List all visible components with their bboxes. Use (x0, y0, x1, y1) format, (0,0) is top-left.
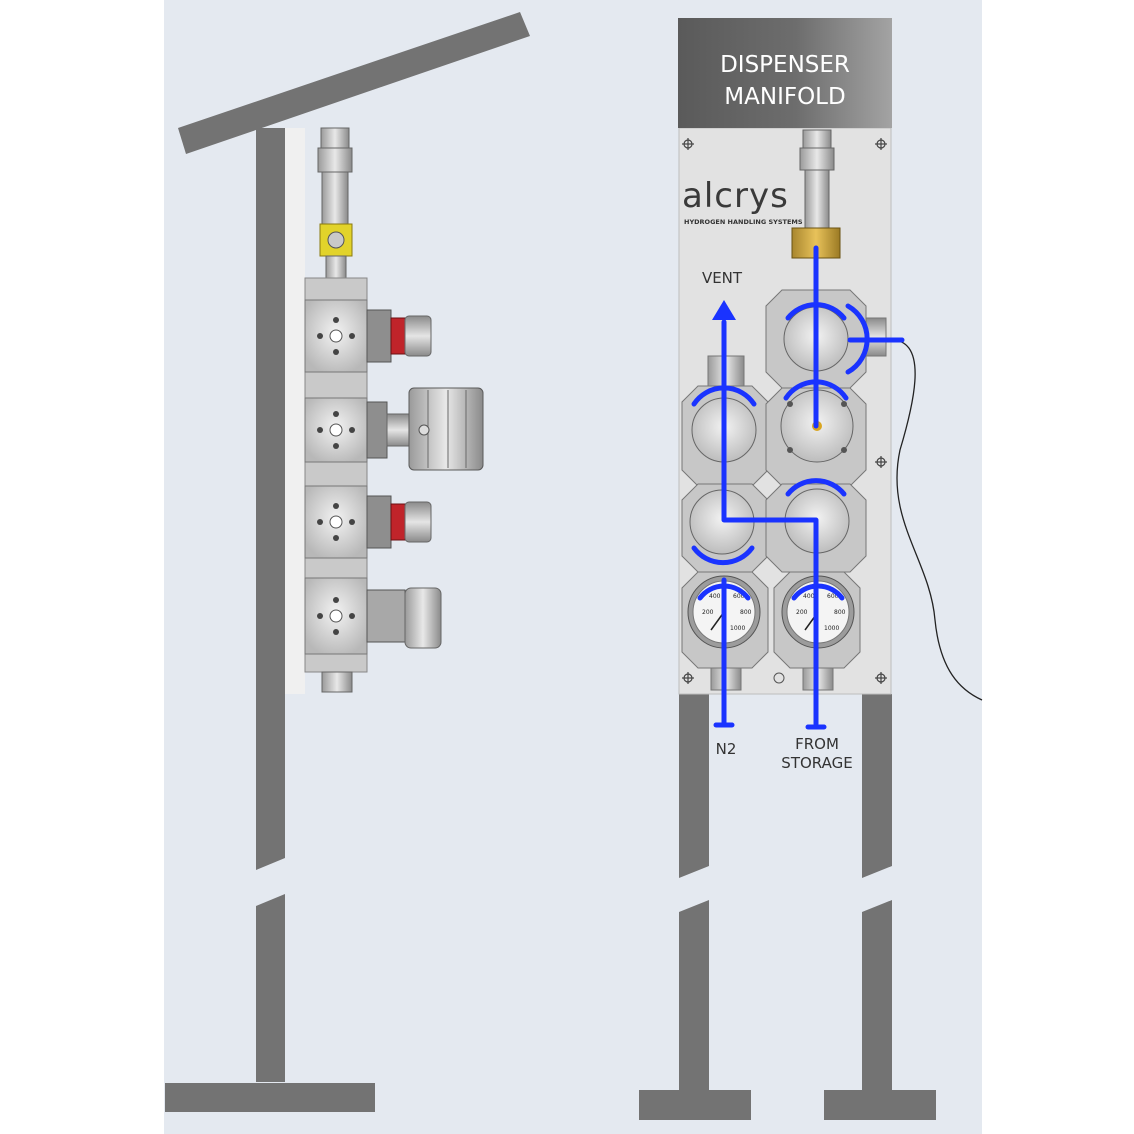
flow-gauge-right-arc (791, 583, 845, 601)
front-post-left-lower (679, 900, 709, 1090)
gauge-left-tick-200: 200 (702, 609, 714, 616)
vent-arrow-head (712, 300, 736, 320)
ground-symbol (773, 672, 785, 684)
front-post-left-upper (679, 694, 709, 878)
from-storage-label-line-1: FROM (795, 735, 839, 753)
gauge-right-tick-200: 200 (796, 609, 808, 616)
flow-interconnect (721, 427, 819, 523)
gauge-left-tick-600: 600 (733, 593, 745, 600)
front-top-fitting (791, 129, 841, 259)
flow-low-right-arc (785, 478, 847, 497)
alcrys-logo-subtitle: HYDROGEN HANDLING SYSTEMS (684, 218, 803, 226)
gauge-left-tick-1000: 1000 (730, 625, 745, 632)
sensor-cable (885, 339, 983, 701)
flow-low-left-arc (691, 545, 755, 566)
flow-gauge-left-arc (697, 583, 751, 601)
side-base-plate (165, 1083, 375, 1112)
alcrys-logo: alcrys (682, 176, 789, 216)
front-view-frame (639, 694, 936, 1120)
side-valve-2 (304, 387, 484, 471)
side-view-frame (165, 12, 530, 1112)
front-base-left (639, 1090, 751, 1120)
side-post-lower (256, 894, 285, 1082)
front-post-right-upper (862, 694, 892, 878)
side-valve-3 (304, 485, 432, 559)
side-valve-stack (304, 277, 484, 693)
from-storage-label-line-2: STORAGE (781, 754, 853, 772)
gauge-right-tick-800: 800 (834, 609, 846, 616)
side-top-fitting (317, 127, 353, 279)
front-base-right (824, 1090, 936, 1120)
from-storage-label: FROM STORAGE (772, 735, 862, 773)
gauge-right-tick-400: 400 (803, 593, 815, 600)
front-valve-low-left (681, 483, 769, 573)
vent-label: VENT (701, 269, 743, 287)
title-line-1: DISPENSER (720, 52, 850, 78)
title-block: DISPENSER MANIFOLD (678, 18, 892, 128)
front-valve-mid-right (765, 387, 867, 487)
flow-mid-left-arc (691, 385, 757, 407)
side-post-upper (256, 128, 285, 870)
gauge-left-tick-800: 800 (740, 609, 752, 616)
side-gauge (304, 577, 442, 655)
gauge-tick-labels: 400 600 200 800 1000 400 600 200 800 100… (702, 593, 846, 632)
gauge-right-tick-1000: 1000 (824, 625, 839, 632)
side-valve-1 (304, 299, 432, 373)
n2-label: N2 (715, 740, 737, 758)
side-mount-panel (285, 128, 305, 694)
flow-top-arc (785, 302, 847, 321)
title-line-2: MANIFOLD (724, 84, 846, 110)
flow-mid-right-arc (783, 379, 849, 401)
flow-lines (691, 245, 905, 730)
front-post-right-lower (862, 900, 892, 1090)
gauge-left-tick-400: 400 (709, 593, 721, 600)
side-roof-beam (178, 12, 530, 154)
gauge-right-tick-600: 600 (827, 593, 839, 600)
